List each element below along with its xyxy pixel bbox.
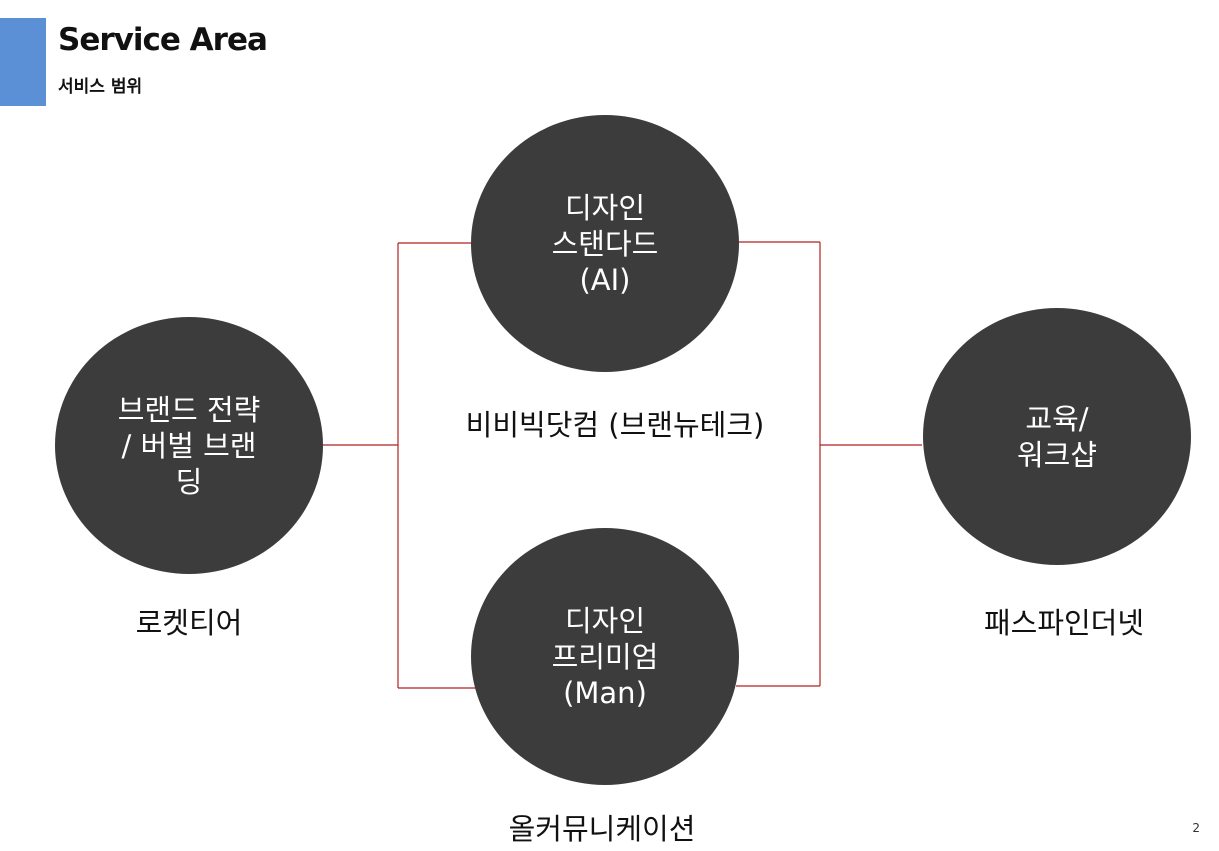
node-brand-strategy: 브랜드 전략 / 버벌 브랜 딩 [55, 317, 323, 574]
caption-rocketeer: 로켓티어 [135, 606, 243, 640]
node-education-workshop: 교육/ 워크샵 [923, 308, 1191, 565]
caption-bbbig: 비비빅닷컴 (브랜뉴테크) [465, 408, 765, 442]
node-design-standard-label: 디자인 스탠다드 (AI) [551, 190, 659, 297]
slide-subtitle: 서비스 범위 [58, 77, 143, 97]
node-design-standard: 디자인 스탠다드 (AI) [471, 115, 739, 372]
accent-bar [0, 18, 46, 106]
node-design-premium-label: 디자인 프리미엄 (Man) [551, 603, 659, 710]
node-education-workshop-label: 교육/ 워크샵 [1016, 401, 1098, 472]
caption-allcommunication: 올커뮤니케이션 [508, 812, 696, 846]
page-number: 2 [1192, 821, 1200, 835]
slide-title: Service Area [58, 22, 268, 58]
node-brand-strategy-label: 브랜드 전략 / 버벌 브랜 딩 [117, 392, 261, 499]
caption-pathfindernet: 패스파인더넷 [983, 606, 1145, 640]
node-design-premium: 디자인 프리미엄 (Man) [471, 528, 739, 785]
